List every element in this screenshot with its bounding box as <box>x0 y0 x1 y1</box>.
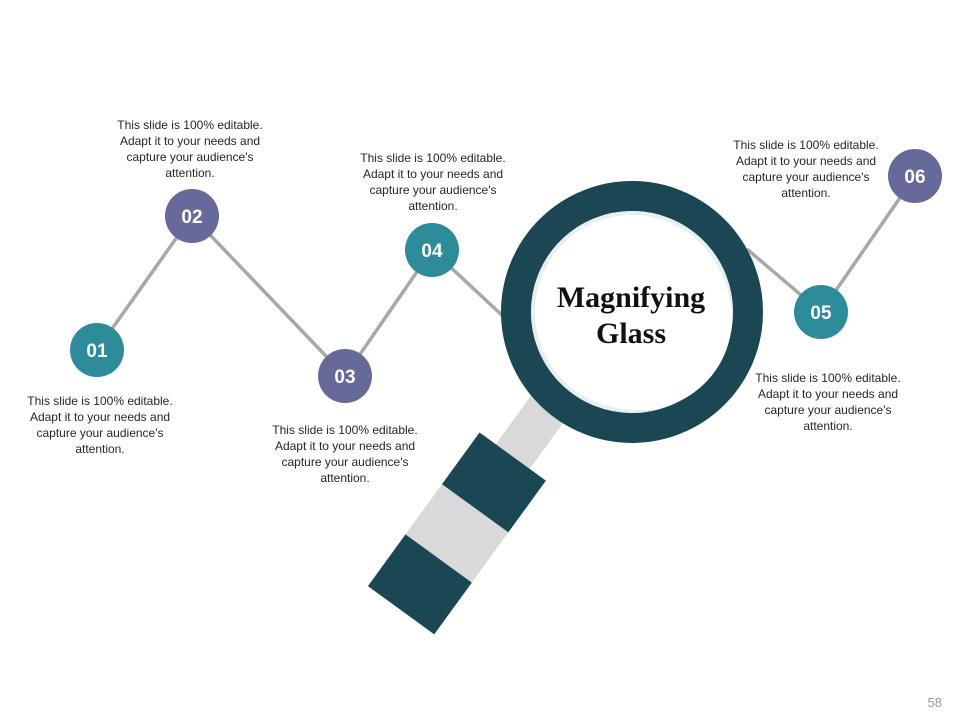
step-number-04: 04 <box>421 241 443 262</box>
step-description-05: This slide is 100% editable. Adapt it to… <box>755 371 901 433</box>
step-description-02: This slide is 100% editable. Adapt it to… <box>117 118 263 180</box>
magnifier-handle <box>367 395 565 635</box>
step-description-01: This slide is 100% editable. Adapt it to… <box>27 394 173 456</box>
page-number: 58 <box>927 695 942 710</box>
connector-01-02 <box>95 214 194 352</box>
step-node-02: 02 <box>165 189 219 243</box>
step-node-01: 01 <box>70 323 124 377</box>
step-description-06: This slide is 100% editable. Adapt it to… <box>733 138 879 200</box>
step-node-05: 05 <box>794 285 848 339</box>
step-number-06: 06 <box>904 167 925 188</box>
step-description-04: This slide is 100% editable. Adapt it to… <box>360 151 506 213</box>
step-node-04: 04 <box>405 223 459 277</box>
diagram-title: Magnifying Glass <box>556 281 706 350</box>
step-number-03: 03 <box>334 367 355 388</box>
lens-glass <box>548 226 732 410</box>
step-number-05: 05 <box>810 303 832 324</box>
connector-02-03 <box>190 214 347 378</box>
connector-05-06 <box>819 174 917 314</box>
handle-dark-band-lower <box>367 534 472 635</box>
step-number-02: 02 <box>181 207 202 228</box>
handle-dark-band-upper <box>441 432 546 533</box>
step-number-01: 01 <box>86 341 108 362</box>
handle-light-band <box>405 484 509 583</box>
handle-light-segment <box>495 395 565 469</box>
magnifier-lens <box>501 181 763 443</box>
step-node-03: 03 <box>318 349 372 403</box>
step-description-03: This slide is 100% editable. Adapt it to… <box>272 423 418 485</box>
step-node-06: 06 <box>888 149 942 203</box>
